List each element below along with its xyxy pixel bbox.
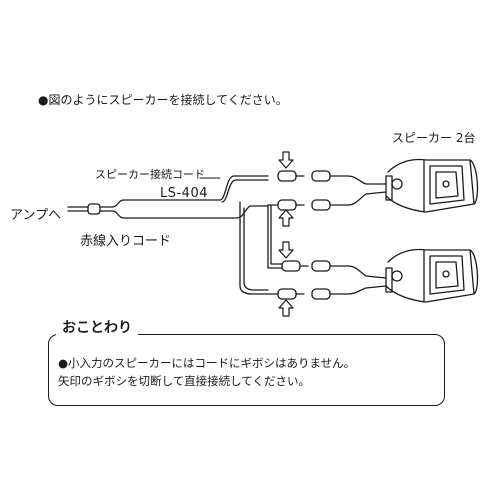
ls-404-cord bbox=[219, 175, 283, 295]
cable-model-label: LS-404 bbox=[160, 186, 208, 201]
notice-box bbox=[48, 334, 445, 406]
connector-lower-a bbox=[281, 260, 387, 279]
connector-upper-b bbox=[267, 191, 387, 211]
notice-line-2: 矢印のギボシを切断して直接接続してください。 bbox=[58, 374, 310, 388]
notice-title: おことわり bbox=[56, 320, 138, 337]
notice-line-1: ●小入力のスピーカーにはコードにギボシはありません。 bbox=[58, 356, 356, 370]
arrow-down-icon bbox=[278, 241, 294, 259]
speakers-label: スピーカー 2台 bbox=[392, 131, 476, 145]
instruction-text: ●図のようにスピーカーを接続してください。 bbox=[38, 93, 288, 107]
amp-cords bbox=[67, 199, 269, 219]
arrow-up-icon bbox=[278, 209, 294, 227]
amp-label: アンプへ bbox=[10, 208, 62, 223]
arrow-icons bbox=[278, 151, 294, 317]
arrow-up-icon bbox=[278, 299, 294, 317]
speaker-upper-icon bbox=[385, 158, 479, 213]
connector-lower-b bbox=[267, 285, 387, 300]
red-cord-label: 赤線入りコード bbox=[80, 234, 172, 249]
arrow-down-icon bbox=[278, 151, 294, 169]
connector-upper-a bbox=[277, 170, 387, 185]
speaker-lower-icon bbox=[385, 248, 479, 303]
cable-name-label: スピーカー接続コード bbox=[95, 168, 205, 181]
